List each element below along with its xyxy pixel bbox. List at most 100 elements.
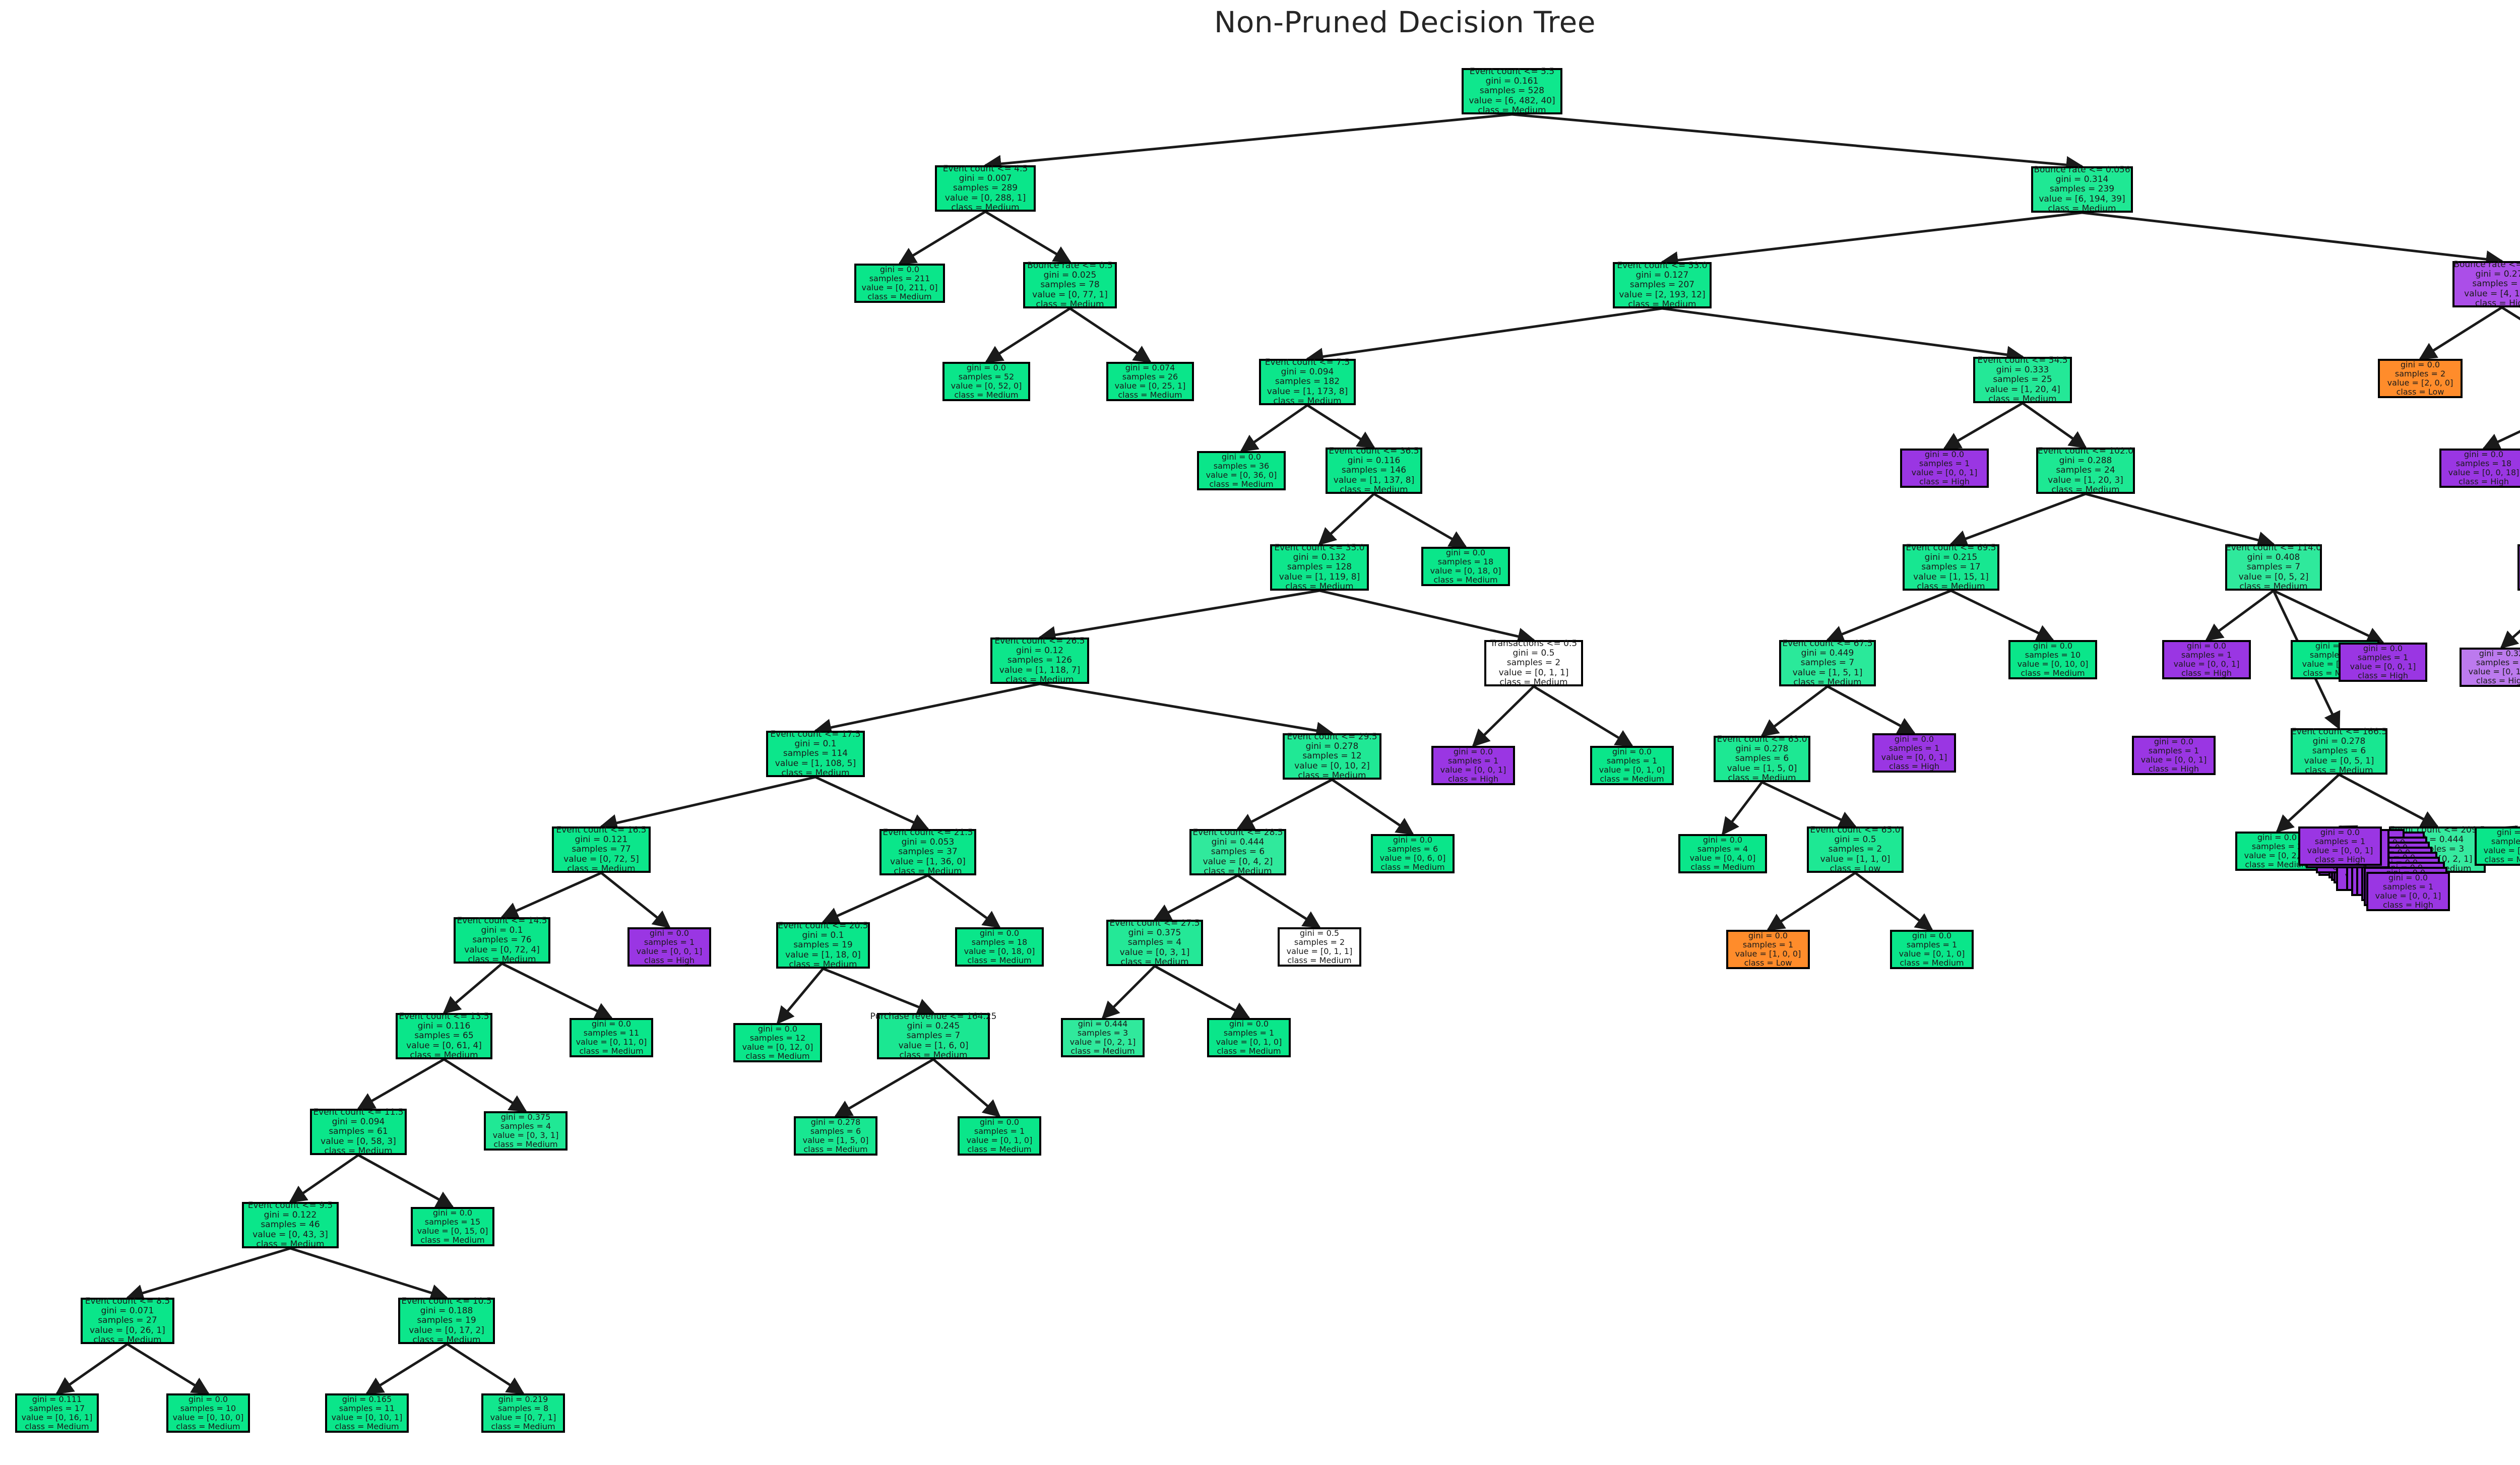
node-value: value = [0, 5, 1]: [2304, 755, 2374, 766]
node-gini: gini = 0.0: [2154, 737, 2194, 747]
node-class: class = Medium: [1690, 862, 1755, 872]
node-gini: gini = 0.444: [1211, 837, 1265, 848]
node-gini: gini = 0.165: [342, 1394, 392, 1405]
tree-edge: [1236, 778, 1333, 831]
node-condition: Event count <= 16.5: [556, 825, 647, 836]
node-class: class = Low: [2396, 387, 2444, 397]
node-gini: gini = 0.0: [432, 1208, 473, 1218]
tree-edge: [1373, 492, 1468, 548]
node-class: class = Medium: [1900, 958, 1964, 968]
node-condition: Event count <= 7.5: [1265, 357, 1350, 368]
node-gini: gini = 0.116: [1347, 456, 1401, 466]
node-samples: samples = 1: [1223, 1028, 1275, 1038]
node-condition: Event count <= 20.5: [778, 921, 868, 931]
node-gini: gini = 0.132: [1293, 552, 1346, 563]
node-class: class = Medium: [1793, 677, 1862, 687]
node-samples: samples = 78: [1040, 280, 1100, 290]
node-samples: samples = 32: [2472, 279, 2520, 289]
node-samples: samples = 4: [1697, 844, 1748, 854]
node-gini: gini = 0.0: [2186, 641, 2227, 651]
node-condition: Event count <= 114.0: [2225, 543, 2322, 553]
node-condition: Bounce rate <= 0.375: [2453, 260, 2520, 270]
node-condition: Bounce rate <= 0.5: [1027, 261, 1113, 271]
node-samples: samples = 76: [472, 935, 532, 945]
node-value: value = [0, 5, 2]: [2238, 571, 2309, 582]
node-value: value = [0, 2, 0]: [2483, 846, 2520, 855]
node-gini: gini = 0.0: [758, 1024, 798, 1034]
node-value: value = [0, 0, 1]: [2173, 659, 2240, 669]
node-value: value = [1, 20, 3]: [2048, 475, 2123, 485]
node-samples: samples = 1: [974, 1126, 1025, 1136]
node-gini: gini = 0.127: [1635, 270, 1689, 281]
node-class: class = High: [1447, 774, 1499, 784]
tree-edge: [1825, 589, 1951, 643]
node-value: value = [0, 2, 1]: [1069, 1037, 1136, 1047]
node-value: value = [0, 1, 0]: [1599, 765, 1665, 775]
tree-edge: [2338, 773, 2439, 828]
node-condition: Event count <= 36.5: [1329, 446, 1419, 457]
node-gini: gini = 0.0: [1924, 450, 1965, 460]
node-condition: Event count <= 21.5: [883, 827, 973, 838]
node-class: class = Medium: [412, 1334, 481, 1345]
node-class: class = High: [1888, 761, 1940, 771]
node-gini: gini = 0.314: [2055, 174, 2109, 185]
tree-edge: [290, 1247, 449, 1302]
node-gini: gini = 0.0: [1221, 452, 1262, 462]
tree-edge: [776, 968, 824, 1025]
node-samples: samples = 528: [1479, 86, 1545, 96]
node-class: class = High: [1919, 476, 1970, 486]
node-gini: gini = 0.0: [649, 928, 689, 938]
page-title: Non-Pruned Decision Tree: [1214, 5, 1596, 39]
node-value: value = [0, 72, 4]: [464, 944, 540, 955]
tree-edge: [125, 1247, 291, 1302]
node-samples: samples = 2: [1828, 844, 1882, 855]
node-gini: gini = 0.271: [2475, 269, 2520, 280]
node-class: class = High: [2475, 298, 2520, 308]
node-samples: samples = 4: [1127, 937, 1182, 948]
node-class: class = Medium: [1217, 1046, 1281, 1056]
node-class: class = Medium: [1433, 575, 1498, 585]
node-samples: samples = 289: [953, 183, 1018, 194]
tree-edge: [1101, 965, 1156, 1020]
tree-edge: [1721, 781, 1763, 836]
node-class: class = Medium: [1380, 862, 1445, 872]
tree-edge: [1767, 871, 1856, 931]
tree-edge: [1331, 778, 1414, 836]
node-gini: gini = 0.1: [481, 925, 523, 936]
node-class: class = Medium: [2484, 854, 2520, 864]
tree-edge: [1950, 589, 2055, 642]
node-value: value = [1, 118, 7]: [999, 665, 1081, 675]
node-class: class = Medium: [1118, 390, 1182, 400]
node-condition: Event count <= 8.5: [85, 1296, 170, 1307]
node-gini: gini = 0.161: [1485, 76, 1539, 87]
node-value: value = [0, 1, 0]: [966, 1135, 1033, 1145]
node-class: class = Medium: [1478, 105, 1546, 115]
tree-edge: [1240, 404, 1308, 453]
node-value: value = [0, 4, 0]: [1689, 853, 1756, 863]
node-samples: samples = 3: [1077, 1028, 1128, 1038]
node-samples: samples = 146: [1341, 465, 1407, 476]
node-condition: Purchase revenue <= 164.25: [870, 1011, 997, 1022]
node-gini: gini = 0.333: [1996, 365, 2049, 375]
node-value: value = [0, 4, 2]: [1203, 856, 1273, 867]
node-value: value = [1, 108, 5]: [775, 758, 856, 769]
node-value: value = [1, 5, 1]: [1792, 667, 1863, 678]
